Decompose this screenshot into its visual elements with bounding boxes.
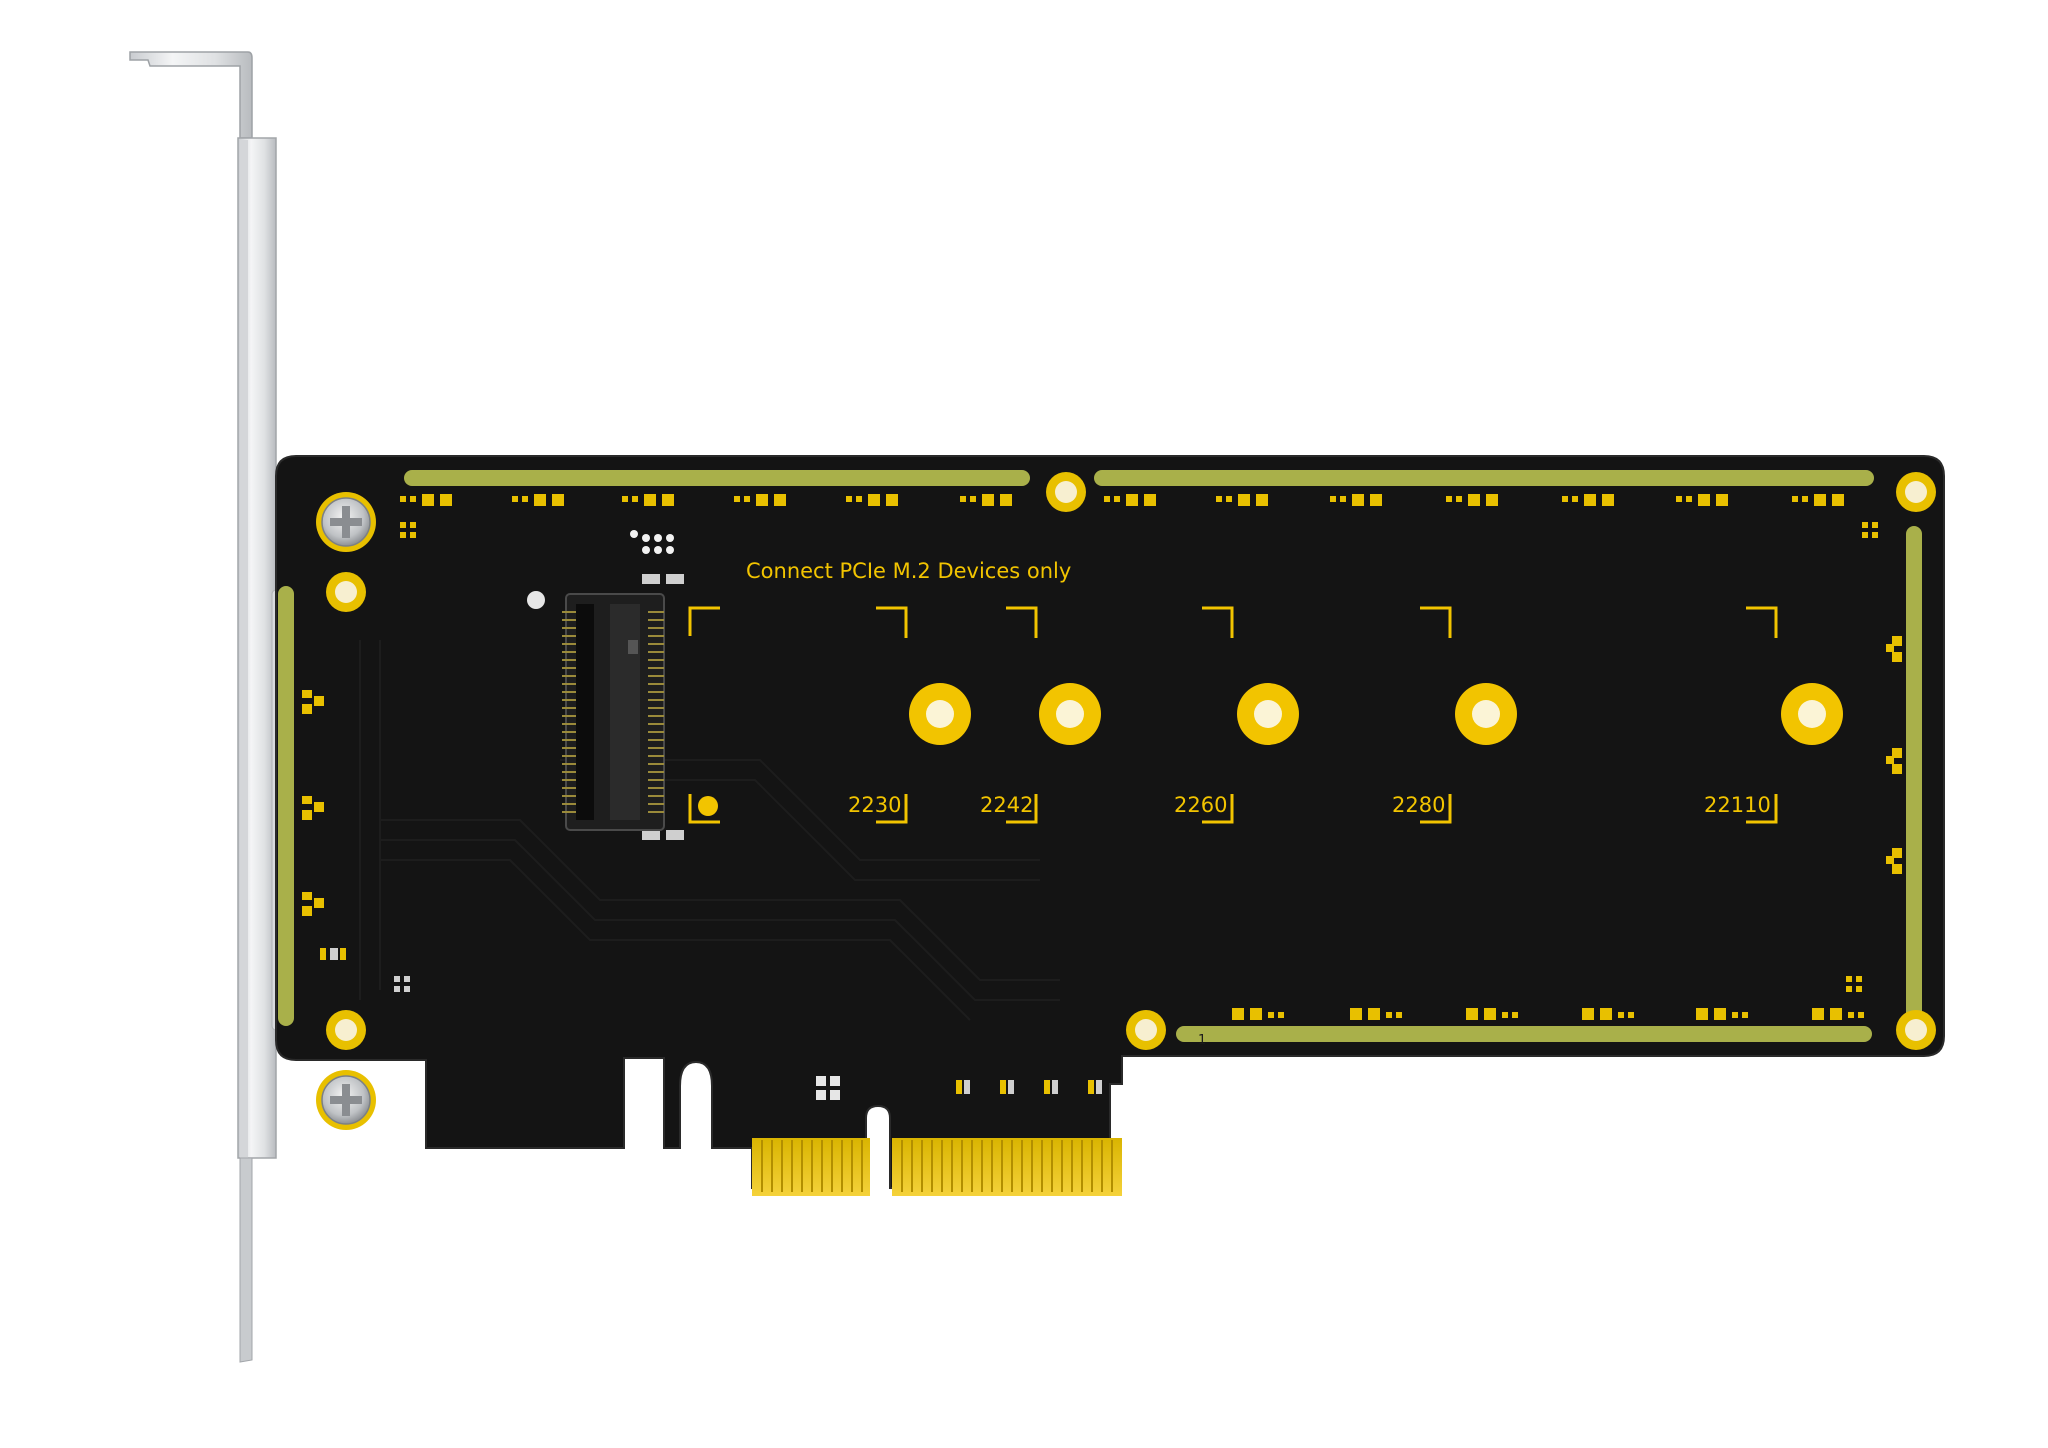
length-label-2230: 2230: [848, 793, 901, 817]
mount-hole-icon: [1781, 683, 1843, 745]
length-label-22110: 22110: [1704, 793, 1771, 817]
length-label-2260: 2260: [1174, 793, 1227, 817]
length-labels: 2230 2242 2260 2280 22110: [848, 793, 1771, 817]
mount-hole-icon: [1039, 683, 1101, 745]
mount-holes: [326, 472, 1936, 1050]
edge-rails: [278, 470, 1922, 1042]
mount-hole-icon: [909, 683, 971, 745]
mount-hole-icon: [1455, 683, 1517, 745]
m2-notice-text: Connect PCIe M.2 Devices only: [746, 559, 1071, 583]
mount-hole-icon: [326, 572, 366, 612]
smd-components-top: [400, 494, 1844, 506]
smd-components-bottom: [1232, 1008, 1864, 1020]
mount-hole-icon: [1896, 472, 1936, 512]
m2-connector-icon: [562, 593, 665, 831]
phillips-screw-icon: [316, 492, 376, 552]
smd-components-side: [302, 522, 1902, 1100]
length-label-2280: 2280: [1392, 793, 1445, 817]
fiducial-dot: [527, 591, 545, 609]
pin-one-marker: 1: [1198, 1033, 1206, 1048]
standoff-pads: [909, 683, 1843, 745]
mount-hole-icon: [326, 1010, 366, 1050]
mount-hole-icon: [1046, 472, 1086, 512]
pcb-traces: [359, 640, 1060, 1021]
length-label-2242: 2242: [980, 793, 1033, 817]
mount-hole-icon: [1896, 1010, 1936, 1050]
mount-hole-icon: [1126, 1010, 1166, 1050]
pin1-dot: [698, 796, 718, 816]
pcie-gold-fingers: [752, 1138, 1122, 1196]
mount-hole-icon: [1237, 683, 1299, 745]
metal-bracket: [129, 51, 293, 1363]
length-markers: [688, 606, 1778, 824]
pcb-board: [275, 455, 1945, 1189]
phillips-screw-icon: [316, 1070, 376, 1130]
